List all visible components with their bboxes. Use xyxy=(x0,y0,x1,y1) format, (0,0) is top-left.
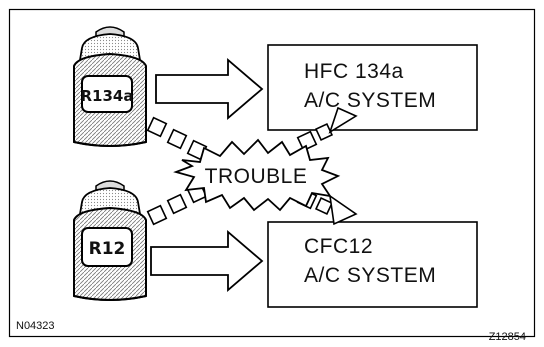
hfc134a-system-box xyxy=(268,45,477,130)
figure-code-left: N04323 xyxy=(16,320,55,332)
bottom-box-line1: CFC12 xyxy=(304,235,373,258)
top-box-line1: HFC 134a xyxy=(304,60,404,83)
figure-code-right: Z12854 xyxy=(489,331,526,343)
top-box-line2: A/C SYSTEM xyxy=(304,89,436,112)
bottom-can-label: R12 xyxy=(89,239,126,259)
top-can-label: R134a xyxy=(81,87,134,105)
trouble-label: TROUBLE xyxy=(205,165,308,188)
bottom-box-line2: A/C SYSTEM xyxy=(304,264,436,287)
